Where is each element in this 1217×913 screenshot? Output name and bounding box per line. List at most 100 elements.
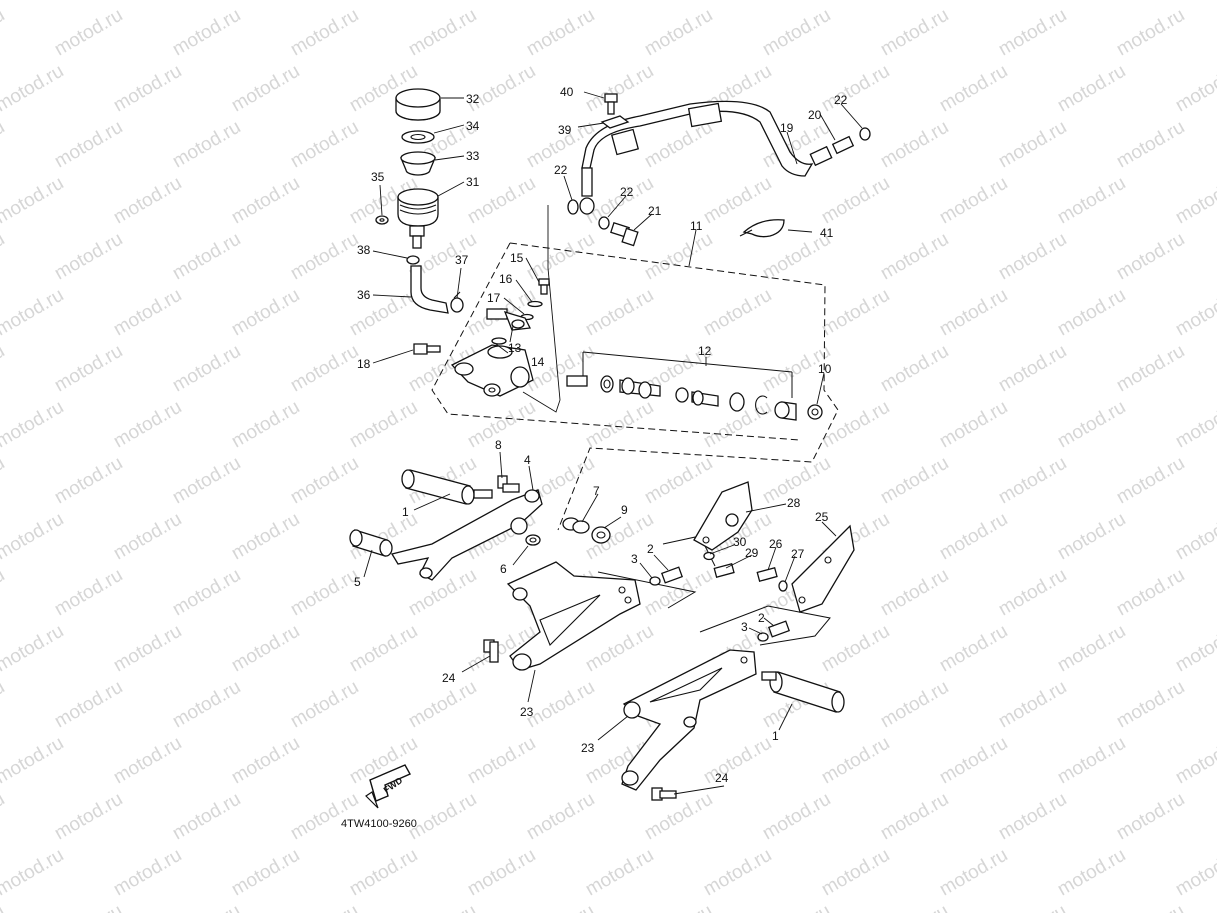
part-label: 22 — [834, 93, 848, 107]
part-label: 28 — [787, 496, 801, 510]
part-label: 40 — [560, 85, 574, 99]
heel-plate-28 — [693, 481, 753, 551]
reservoir-31 — [397, 188, 439, 249]
diaphragm-33 — [400, 151, 436, 176]
part-label: 18 — [357, 357, 371, 371]
union-bolt-20 — [809, 135, 855, 167]
reservoir-cap-32 — [395, 88, 441, 121]
piston-kit-12 — [566, 375, 797, 421]
part-label: 1 — [402, 505, 409, 519]
part-label: 6 — [500, 562, 507, 576]
part-label: 13 — [508, 341, 522, 355]
shaft-5 — [349, 529, 393, 557]
brake-hose-19 — [579, 100, 814, 215]
part-label: 12 — [698, 344, 712, 358]
bolt-2-left — [660, 566, 684, 584]
washer-30 — [703, 551, 715, 561]
diagram-code: 4TW4100-9260 — [341, 818, 417, 830]
footrest-1-right — [761, 671, 845, 713]
leader-lines — [363, 91, 863, 795]
part-label: 2 — [758, 611, 765, 625]
assembly-bracket-12 — [582, 351, 793, 398]
hose-clamp-41 — [739, 219, 785, 238]
part-label: 33 — [466, 149, 480, 163]
collar-7 — [562, 517, 590, 534]
union-bolt-21 — [610, 221, 639, 247]
part-label: 24 — [442, 671, 456, 685]
part-label: 32 — [466, 92, 480, 106]
gasket-22-upper — [567, 199, 579, 215]
part-label: 41 — [820, 226, 834, 240]
footrest-bracket-23-right — [621, 649, 757, 791]
brake-pedal-4 — [390, 489, 543, 581]
screw-15 — [538, 278, 550, 295]
part-label: 36 — [357, 288, 371, 302]
part-label: 38 — [357, 243, 371, 257]
part-label: 1 — [772, 729, 779, 743]
part-label: 22 — [554, 163, 568, 177]
footrest-1-left — [401, 469, 493, 505]
o-ring-14 — [491, 337, 507, 345]
footrest-bracket-23-left — [506, 561, 641, 671]
reservoir-hose-36 — [410, 265, 449, 314]
part-label: 16 — [499, 272, 513, 286]
part-label: 4 — [524, 453, 531, 467]
part-label: 31 — [466, 175, 480, 189]
part-label: 30 — [733, 535, 747, 549]
washer-6 — [525, 534, 541, 546]
bolt-8 — [497, 475, 520, 493]
part-label: 23 — [581, 741, 595, 755]
part-label: 22 — [620, 185, 634, 199]
assembly-outline-11 — [431, 242, 839, 531]
washer-3-right — [757, 632, 769, 642]
part-label: 21 — [648, 204, 662, 218]
part-label: 20 — [808, 108, 822, 122]
bolt-18 — [413, 343, 441, 355]
bolt-26 — [756, 567, 778, 582]
part-label: 15 — [510, 251, 524, 265]
part-label: 26 — [769, 537, 783, 551]
part-label: 27 — [791, 547, 805, 561]
part-number-labels: 32 34 33 31 35 38 37 36 18 15 16 17 13 1… — [354, 85, 848, 785]
diaphragm-plate-34 — [401, 130, 435, 144]
pin-16 — [527, 300, 543, 308]
master-cylinder-body — [450, 344, 534, 397]
part-label: 25 — [815, 510, 829, 524]
washer-3-left — [649, 576, 661, 586]
part-label: 10 — [818, 362, 832, 376]
collar-27 — [778, 580, 788, 592]
heel-guard-25 — [791, 524, 855, 613]
gasket-22-right — [859, 127, 871, 141]
bolt-2-right — [767, 620, 791, 638]
nut-10 — [807, 404, 823, 420]
bracket-lead — [522, 205, 561, 413]
part-label: 37 — [455, 253, 469, 267]
part-label: 2 — [647, 542, 654, 556]
part-label: 8 — [495, 438, 502, 452]
part-label: 29 — [745, 546, 759, 560]
hose-joint-13 — [486, 308, 531, 331]
part-label: 3 — [741, 620, 748, 634]
hose-guide-39 — [600, 115, 630, 129]
part-label: 3 — [631, 552, 638, 566]
part-label: 39 — [558, 123, 572, 137]
part-label: 19 — [780, 121, 794, 135]
union-bolt-40 — [604, 93, 618, 115]
part-label: 35 — [371, 170, 385, 184]
hose-clip-37 — [450, 291, 464, 313]
part-label: 14 — [531, 355, 545, 369]
part-label: 24 — [715, 771, 729, 785]
bolt-29 — [713, 563, 735, 578]
part-label: 7 — [593, 484, 600, 498]
hose-clip-38 — [406, 255, 420, 265]
part-label: 34 — [466, 119, 480, 133]
washer-35 — [375, 215, 389, 225]
part-label: 9 — [621, 503, 628, 517]
part-label: 11 — [690, 219, 703, 233]
bolt-24-left — [483, 639, 499, 663]
gasket-22-lower — [598, 216, 610, 230]
part-label: 17 — [487, 291, 501, 305]
nut-9 — [591, 526, 611, 544]
part-label: 5 — [354, 575, 361, 589]
